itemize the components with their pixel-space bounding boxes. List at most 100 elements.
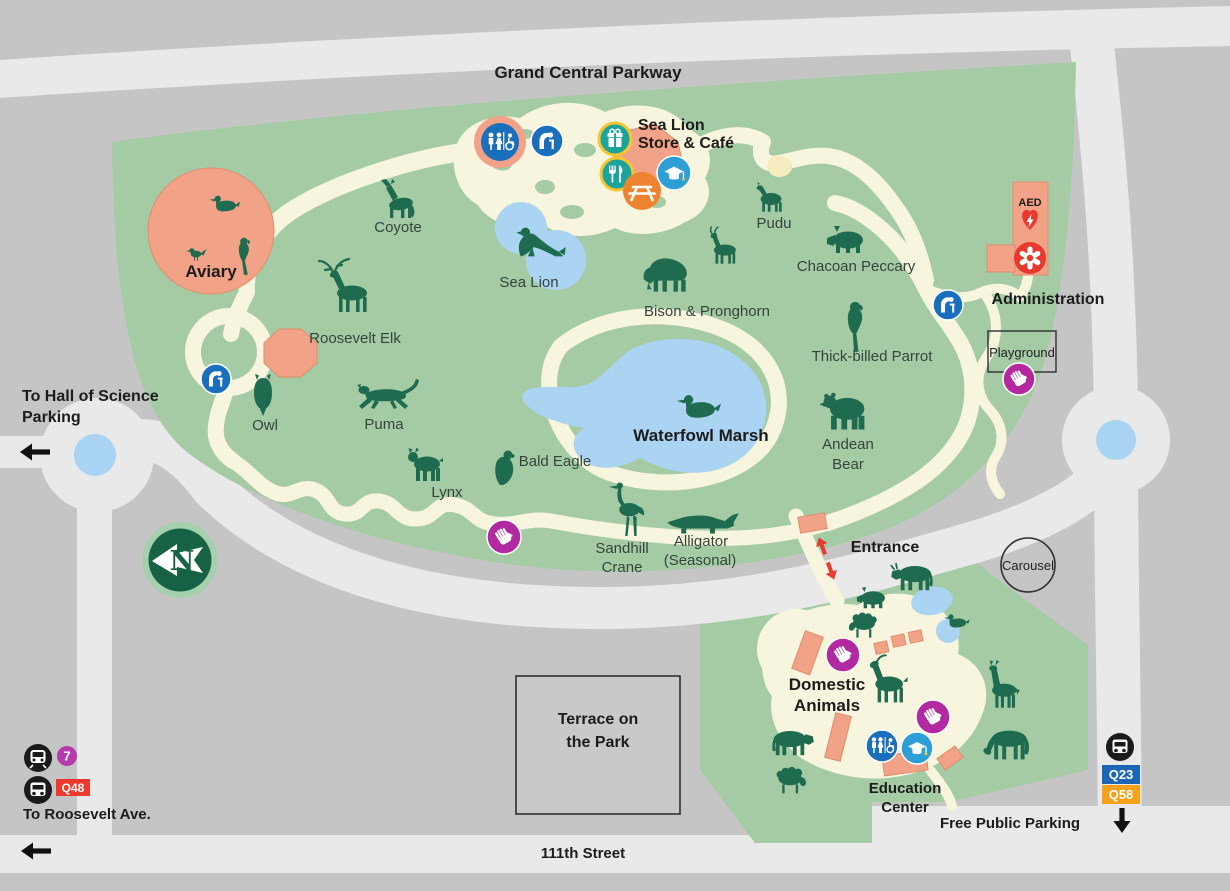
domestic-shed-2 <box>890 633 907 648</box>
lynx-label: Lynx <box>431 484 463 501</box>
restroom-icon-2 <box>865 729 899 763</box>
coyote-silhouette <box>381 179 415 218</box>
entrance-arrow-up-icon <box>816 537 828 556</box>
puma-label: Puma <box>364 416 404 433</box>
cow-silhouette <box>890 562 933 591</box>
administration-label: Administration <box>992 291 1105 308</box>
terrace-box <box>515 675 681 815</box>
alligator-silhouette <box>667 513 739 534</box>
street-label-parkway: Grand Central Parkway <box>494 63 682 82</box>
domestic-shed-1 <box>873 640 890 655</box>
education-icon <box>656 155 692 191</box>
q58-badge: Q58 <box>1102 785 1140 804</box>
octagon-building <box>263 328 318 378</box>
waterfowl-marsh-water <box>522 338 767 473</box>
aviary-songbird-silhouette <box>186 248 207 261</box>
q58-label: Q58 <box>1109 787 1134 802</box>
bald-eagle-silhouette <box>495 450 515 485</box>
andean-bear-silhouette <box>819 392 865 430</box>
street-label-111th: 111th Street <box>541 845 625 862</box>
cafe-label-2: Store & Café <box>638 135 734 152</box>
restroom-icon <box>474 116 526 168</box>
hall-of-science-label-1: To Hall of Science <box>22 388 159 405</box>
hand-wash-icon <box>486 519 522 555</box>
goat-silhouette <box>869 654 908 703</box>
terrace-label-1: Terrace on <box>558 711 639 728</box>
pig-silhouette <box>856 586 885 609</box>
hall-of-science-arrow-icon <box>20 443 50 461</box>
free-parking-label: Free Public Parking <box>940 815 1080 832</box>
hand-wash-icon-domestic-1 <box>825 637 861 673</box>
q23-label: Q23 <box>1109 767 1134 782</box>
roosevelt-arrow-icon <box>21 842 51 860</box>
hand-wash-icon-playground <box>1002 362 1036 396</box>
playground-label: Playground <box>989 345 1055 360</box>
domestic-pond-1 <box>911 586 953 616</box>
thick-billed-parrot-label: Thick-billed Parrot <box>812 348 934 365</box>
aed-label: AED <box>1018 197 1041 209</box>
puma-silhouette <box>357 379 419 409</box>
entrance-arrow-down-icon <box>825 561 837 580</box>
andean-bear-label-1: Andean <box>822 436 874 453</box>
drinking-fountain-icon-2 <box>200 363 232 395</box>
cow-2-silhouette <box>772 730 814 756</box>
sandhill-crane-label-2: Crane <box>602 559 643 576</box>
bald-eagle-label: Bald Eagle <box>519 453 592 470</box>
terrace-label-2: the Park <box>566 734 629 751</box>
bus-icon-left <box>24 776 52 804</box>
subway-7-badge: 7 <box>57 746 77 766</box>
roosevelt-elk-label: Roosevelt Elk <box>309 330 401 347</box>
alligator-label-2: (Seasonal) <box>664 552 737 569</box>
pronghorn-silhouette <box>709 226 736 264</box>
domestic-barn-2 <box>824 712 852 762</box>
chacoan-peccary-silhouette <box>827 226 863 253</box>
subway-7-label: 7 <box>63 749 70 764</box>
labels: Grand Central Parkway 111th Street Sea L… <box>22 63 1104 862</box>
q48-badge: Q48 <box>56 779 90 796</box>
transit-left: 7 Q48 <box>24 744 90 804</box>
sea-lion-label: Sea Lion <box>499 274 558 291</box>
animal-silhouettes <box>186 179 1030 794</box>
q48-label: Q48 <box>62 781 85 795</box>
drinking-fountain-icon-3 <box>932 289 964 321</box>
north-compass-icon: N <box>142 522 218 598</box>
picnic-area-icon <box>623 172 661 210</box>
andean-bear-label-2: Bear <box>832 456 864 473</box>
domestic-shed-3 <box>907 629 924 644</box>
pudu-label: Pudu <box>756 215 791 232</box>
direction-arrows <box>20 443 1131 860</box>
waterfowl-duck-silhouette <box>676 395 722 418</box>
bus-icon-right <box>1106 733 1134 761</box>
coyote-label: Coyote <box>374 219 422 236</box>
pudu-silhouette <box>756 182 782 212</box>
owl-label: Owl <box>252 417 278 434</box>
entrance-booth <box>797 512 828 534</box>
lynx-silhouette <box>408 447 443 481</box>
alligator-label-1: Alligator <box>674 533 728 550</box>
sea-lion-silhouette <box>516 227 566 257</box>
domestic-duck-silhouette <box>944 614 970 628</box>
hall-of-science-label-2: Parking <box>22 409 81 426</box>
sandhill-crane-silhouette <box>609 482 645 536</box>
thick-billed-parrot-silhouette <box>847 301 863 352</box>
entrance-label: Entrance <box>851 539 920 556</box>
roosevelt-elk-silhouette <box>317 257 367 312</box>
sheep-silhouette <box>848 612 877 638</box>
aed-heart-icon <box>1022 209 1038 230</box>
education-center-label-1: Education <box>869 780 942 797</box>
overlook-deck <box>767 155 793 177</box>
first-aid-icon <box>1014 242 1046 274</box>
sandhill-crane-label-1: Sandhill <box>595 540 648 557</box>
right-roundabout-pond <box>1096 420 1136 460</box>
drinking-fountain-icon <box>530 124 564 158</box>
bison-pronghorn-label: Bison & Pronghorn <box>644 303 770 320</box>
waterfowl-marsh-label: Waterfowl Marsh <box>633 426 768 445</box>
education-icon-2 <box>900 731 934 765</box>
q23-badge: Q23 <box>1102 765 1140 784</box>
transit-right: Q23 Q58 <box>1102 733 1140 804</box>
domestic-animals-label-2: Animals <box>794 696 860 715</box>
carousel-label: Carousel <box>1002 558 1054 573</box>
education-center-label-2: Center <box>881 799 929 816</box>
